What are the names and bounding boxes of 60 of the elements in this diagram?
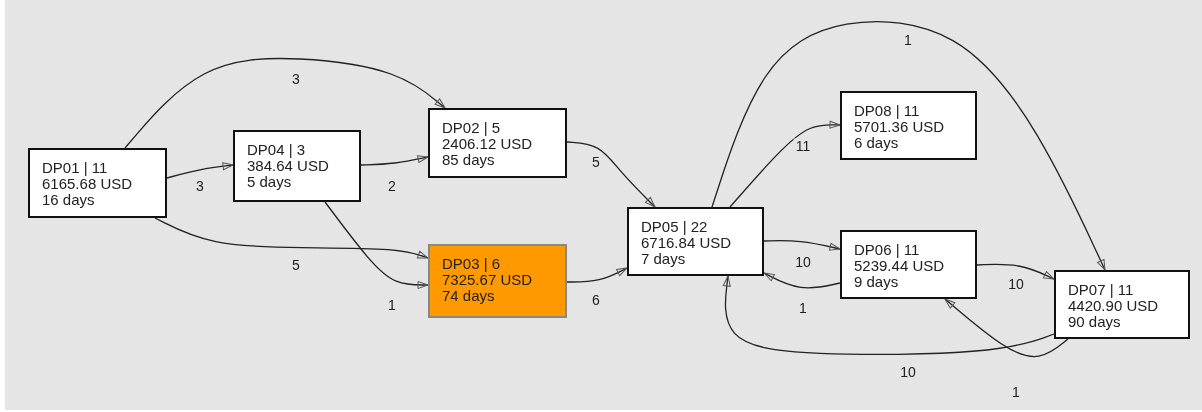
node-text: DP01 | 11	[42, 160, 108, 176]
arrow	[360, 155, 429, 166]
arrow	[763, 240, 841, 251]
highlighted-box	[428, 244, 567, 318]
node-text: DP02 | 5	[442, 120, 501, 136]
node-text: DP08 | 11	[854, 103, 920, 119]
process-box	[840, 230, 977, 299]
node-text: 16 days	[42, 192, 95, 208]
edge-label: 5	[590, 154, 602, 170]
node-text: 85 days	[442, 152, 495, 168]
arrow	[124, 57, 446, 149]
process-box	[233, 130, 361, 202]
arrow	[711, 20, 1106, 271]
edge-label: 2	[386, 178, 398, 194]
edge-label: 6	[590, 292, 602, 308]
arrow	[166, 162, 234, 179]
node-text: 5701.36 USD	[854, 119, 945, 135]
process-box	[1054, 270, 1190, 339]
arrow	[566, 141, 656, 208]
node-text: 90 days	[1068, 314, 1121, 330]
node-text: 4420.90 USD	[1068, 298, 1159, 314]
process-box	[28, 148, 167, 218]
process-box	[428, 108, 567, 178]
node-text: DP03 | 6	[442, 256, 501, 272]
arrow	[763, 272, 841, 289]
process-box	[627, 207, 764, 276]
edge-label: 10	[898, 364, 918, 380]
edge-label: 10	[1006, 276, 1026, 292]
edge-label: 5	[290, 257, 302, 273]
node-text: 74 days	[442, 288, 495, 304]
node-text: 6716.84 USD	[641, 235, 732, 251]
node-text: 2406.12 USD	[442, 136, 533, 152]
arrow	[976, 263, 1055, 280]
edge-label: 3	[290, 71, 302, 87]
node-text: 384.64 USD	[247, 158, 329, 174]
edge-label: 1	[797, 300, 809, 316]
node-text: 6 days	[854, 135, 899, 151]
node-text: 5239.44 USD	[854, 258, 945, 274]
arrow	[154, 217, 429, 259]
node-text: DP06 | 11	[854, 242, 920, 258]
arrow	[944, 298, 1069, 358]
arrow	[324, 201, 429, 289]
node-text: DP04 | 3	[247, 142, 306, 158]
edge-label: 1	[386, 297, 398, 313]
node-text: 7 days	[641, 251, 686, 267]
arrow	[722, 275, 1055, 356]
process-box	[840, 91, 977, 160]
edge-label: 11	[793, 138, 813, 154]
node-text: DP07 | 11	[1068, 282, 1134, 298]
arrow	[729, 120, 841, 208]
arrow	[566, 267, 628, 283]
node-text: DP05 | 22	[641, 219, 708, 235]
edge-label: 1	[902, 32, 914, 48]
node-text: 7325.67 USD	[442, 272, 533, 288]
node-text: 9 days	[854, 274, 899, 290]
edge-label: 3	[194, 178, 206, 194]
node-text: 6165.68 USD	[42, 176, 133, 192]
node-text: 5 days	[247, 174, 292, 190]
edge-label: 1	[1010, 384, 1022, 400]
edge-label: 10	[793, 254, 813, 270]
